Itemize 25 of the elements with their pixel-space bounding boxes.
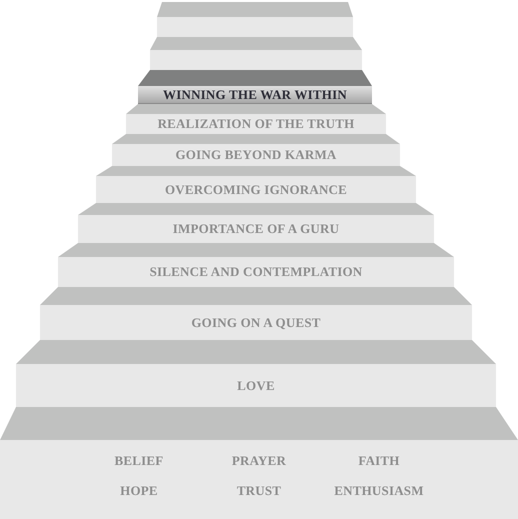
step-label: LOVE bbox=[237, 378, 275, 394]
step-label: ENTHUSIASM bbox=[334, 482, 424, 498]
step-label: WINNING THE WAR WITHIN bbox=[163, 86, 347, 102]
stair-step bbox=[157, 17, 353, 37]
stair-step bbox=[138, 86, 372, 104]
step-label: SILENCE AND CONTEMPLATION bbox=[150, 264, 362, 280]
step-label: FAITH bbox=[358, 452, 400, 468]
stair-step bbox=[16, 364, 496, 407]
step-label: GOING ON A QUEST bbox=[191, 314, 321, 330]
stair-step bbox=[112, 144, 400, 166]
step-label: REALIZATION OF THE TRUTH bbox=[158, 116, 354, 132]
step-label: PRAYER bbox=[232, 452, 286, 468]
step-label: OVERCOMING IGNORANCE bbox=[164, 182, 348, 198]
step-label: GOING BEYOND KARMA bbox=[175, 147, 337, 163]
step-label: IMPORTANCE OF A GURU bbox=[172, 221, 340, 237]
stair-step bbox=[126, 114, 386, 134]
stair-base bbox=[0, 440, 518, 519]
stair-step bbox=[78, 215, 434, 243]
step-label: TRUST bbox=[236, 482, 282, 498]
stair-step bbox=[40, 305, 472, 340]
step-label: BELIEF bbox=[114, 452, 164, 468]
step-label: HOPE bbox=[120, 482, 158, 498]
stair-step bbox=[58, 257, 454, 287]
stair-step bbox=[96, 176, 416, 203]
stair-step bbox=[150, 50, 362, 70]
